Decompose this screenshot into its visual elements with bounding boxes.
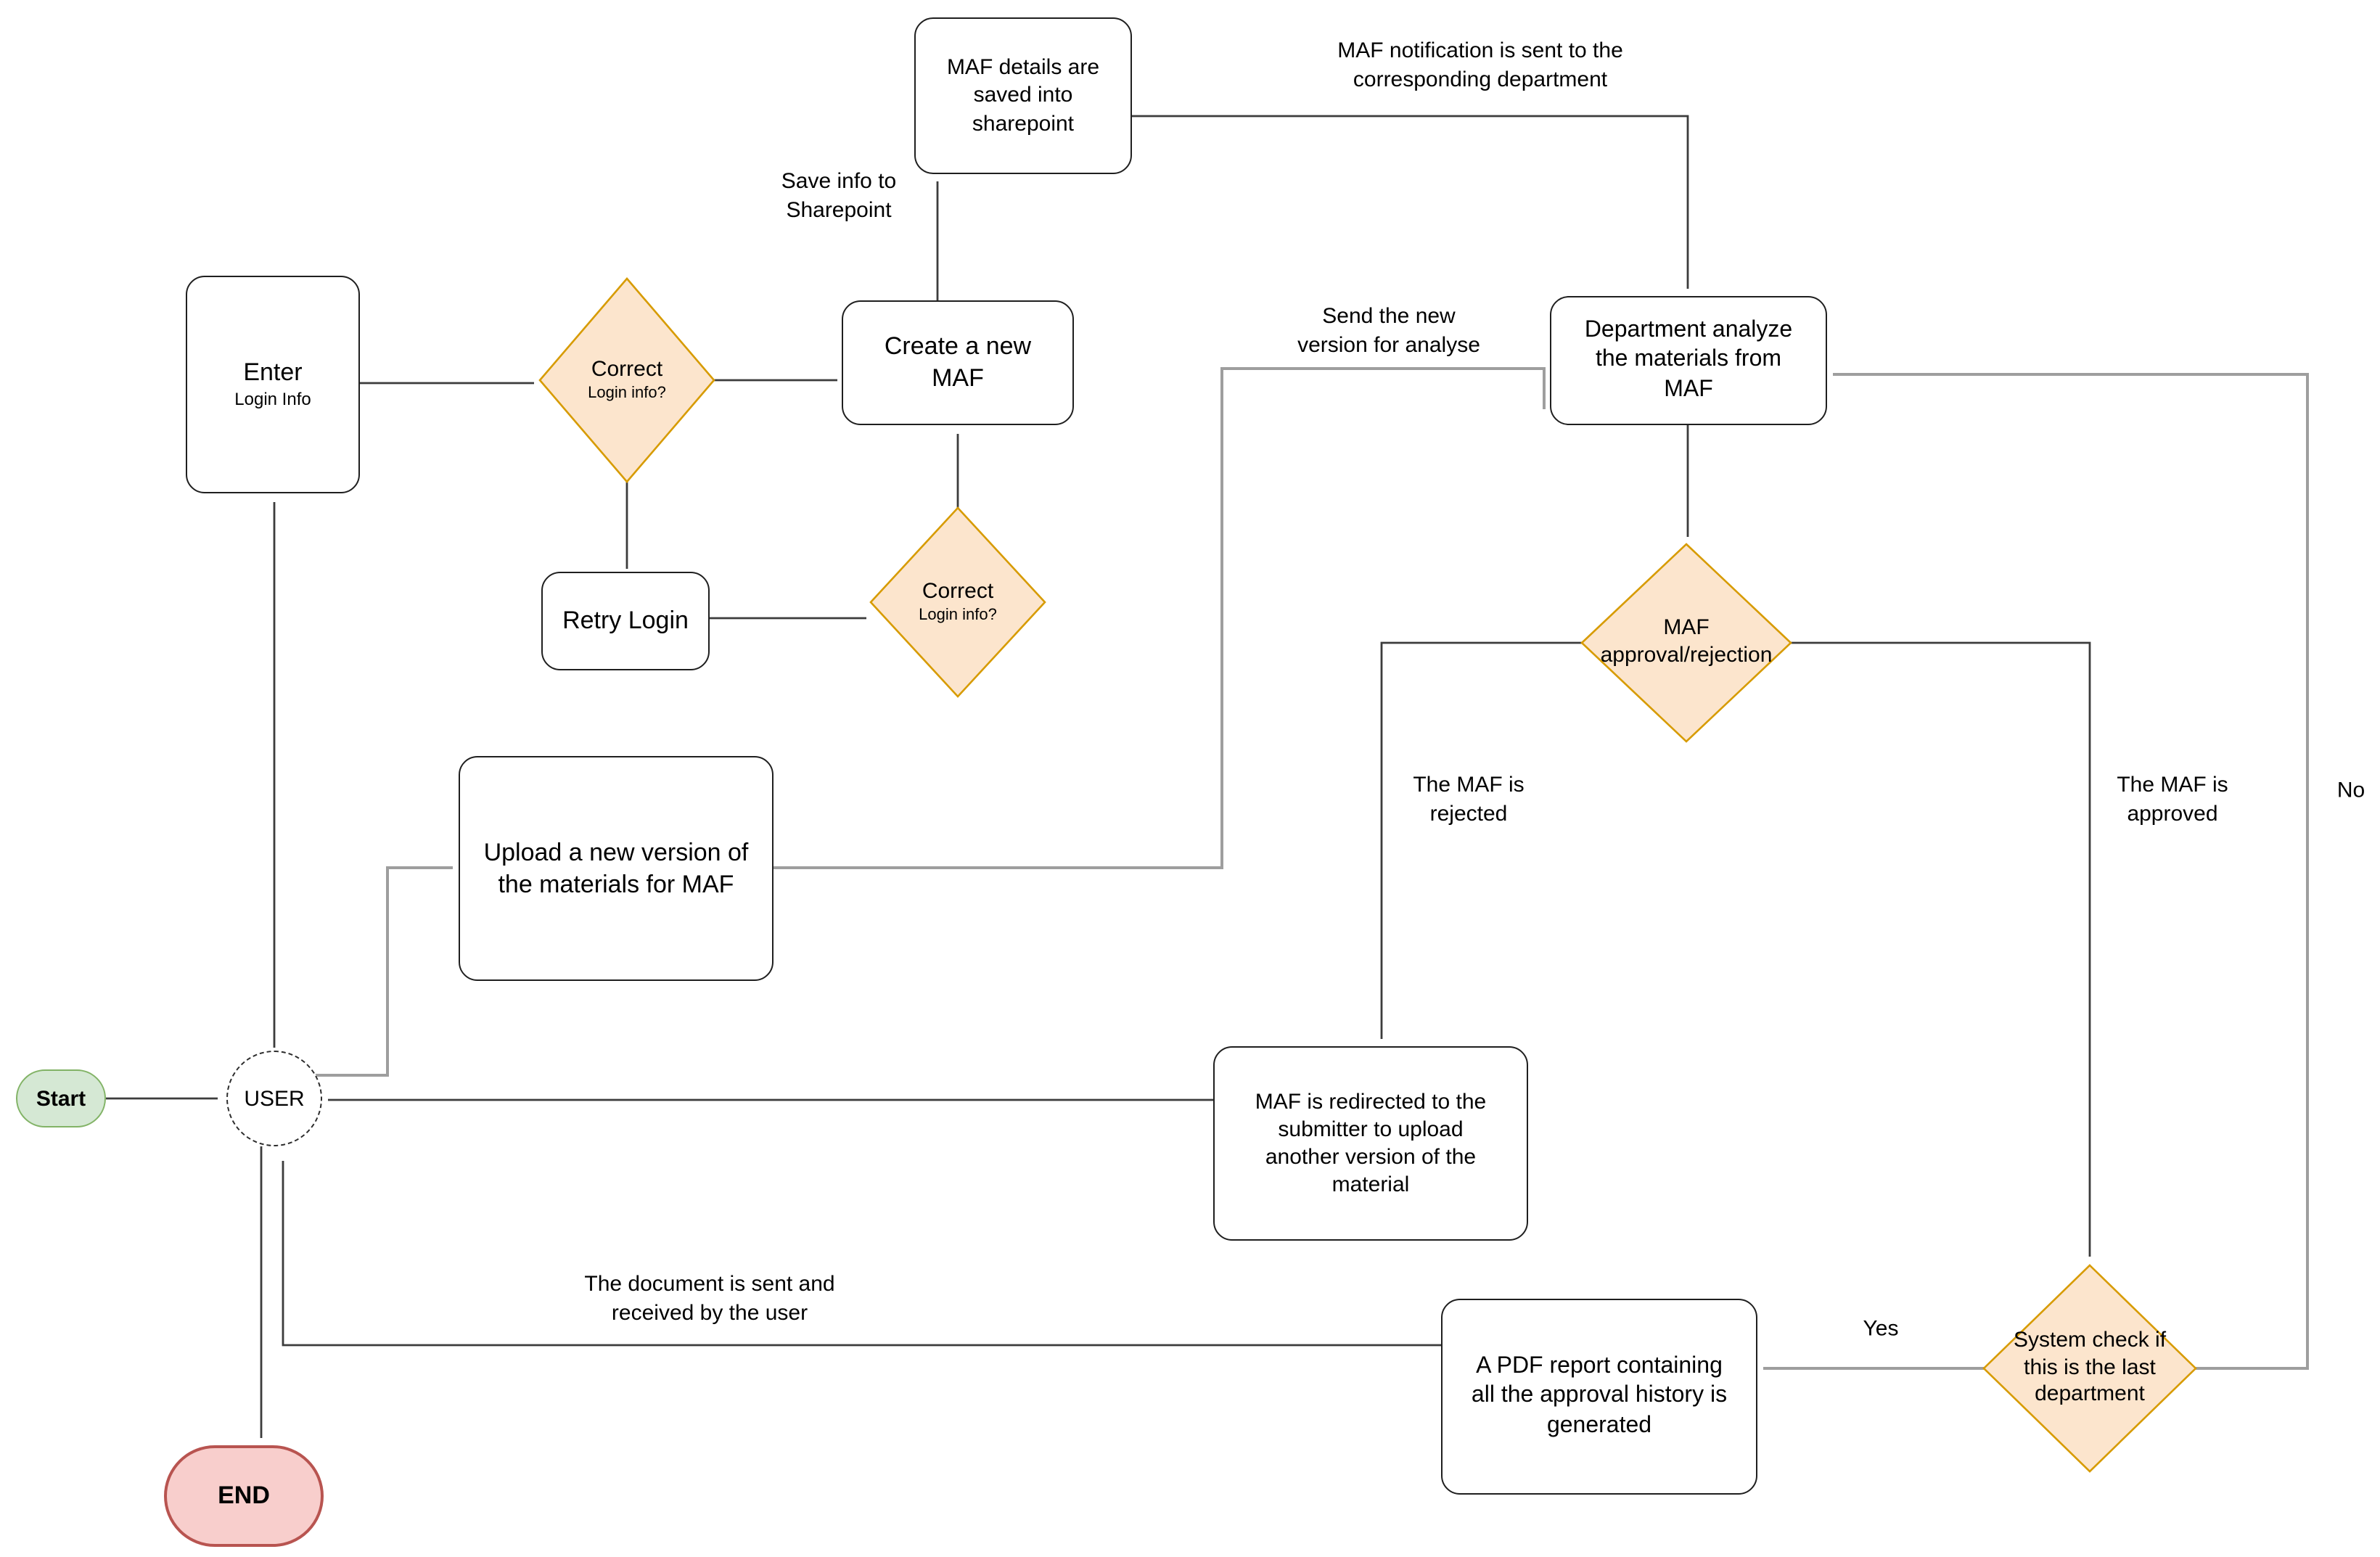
enter-login-subtitle: Login Info [234,389,311,410]
connector-upload-to-department [774,367,1546,869]
node-system-check[interactable]: System check if this is the last departm… [1982,1264,2197,1473]
end-label: END [218,1482,270,1509]
node-upload-new-version[interactable]: Upload a new version of the materials fo… [459,756,774,981]
edge-label-rejected: The MAF is rejected [1413,773,1525,826]
edge-label-yes: Yes [1863,1316,1899,1342]
node-department-analyze[interactable]: Department analyze the materials from MA… [1550,296,1827,425]
node-sharepoint-save[interactable]: MAF details are saved into sharepoint [914,17,1132,174]
enter-login-title: Enter [243,358,303,387]
edge-label-document-sent: The document is sent and received by the… [584,1272,835,1325]
connector-user-to-upload [312,866,453,1077]
diamond-shape [1580,543,1792,743]
edge-label-no: No [2336,778,2365,803]
connector-approval-approved-to-syscheck [1791,641,2091,1257]
create-maf-label: Create a new MAF [884,332,1032,393]
node-create-maf[interactable]: Create a new MAF [842,300,1074,425]
diamond-shape [538,277,715,483]
upload-new-version-label: Upload a new version of the materials fo… [483,838,749,898]
edge-label-approved: The MAF is approved [2117,773,2228,826]
system-check-label: System check if this is the last departm… [2013,1327,2167,1407]
node-maf-redirected[interactable]: MAF is redirected to the submitter to up… [1213,1046,1528,1241]
connector-sharepoint-to-department [1132,115,1689,289]
connector-pdf-to-user [282,1161,1441,1347]
node-start[interactable]: Start [16,1069,106,1127]
node-pdf-report[interactable]: A PDF report containing all the approval… [1441,1299,1757,1495]
node-user[interactable]: USER [226,1051,322,1146]
department-analyze-label: Department analyze the materials from MA… [1584,317,1793,402]
diamond-shape [1982,1264,2197,1473]
edge-label-save-info: Save info to Sharepoint [781,169,897,222]
pdf-report-label: A PDF report containing all the approval… [1471,1353,1728,1438]
maf-redirected-label: MAF is redirected to the submitter to up… [1255,1089,1487,1198]
node-end[interactable]: END [164,1445,324,1547]
node-correct-login-2[interactable]: Correct Login info? [869,506,1046,698]
node-enter-login[interactable]: Enter Login Info [186,276,360,493]
correct-login-1-title: Correct [591,357,663,382]
connector-syscheck-no-to-department [1833,373,2309,1370]
edge-label-send-new-version: Send the new version for analyse [1297,304,1480,357]
retry-login-label: Retry Login [562,607,689,634]
diamond-shape [869,506,1046,698]
start-label: Start [36,1086,86,1111]
edge-label-maf-notification: MAF notification is sent to the correspo… [1337,38,1623,91]
user-label: USER [244,1086,305,1111]
node-retry-login[interactable]: Retry Login [541,572,710,670]
correct-login-1-subtitle: Login info? [588,384,666,402]
sharepoint-save-label: MAF details are saved into sharepoint [946,55,1100,136]
connector-approval-rejected-to-redirect [1380,641,1582,1039]
node-correct-login-1[interactable]: Correct Login info? [538,277,715,483]
node-maf-approval[interactable]: MAF approval/rejection [1580,543,1792,743]
correct-login-2-subtitle: Login info? [919,606,997,624]
correct-login-2-title: Correct [922,579,994,604]
maf-approval-label: MAF approval/rejection [1600,615,1773,668]
